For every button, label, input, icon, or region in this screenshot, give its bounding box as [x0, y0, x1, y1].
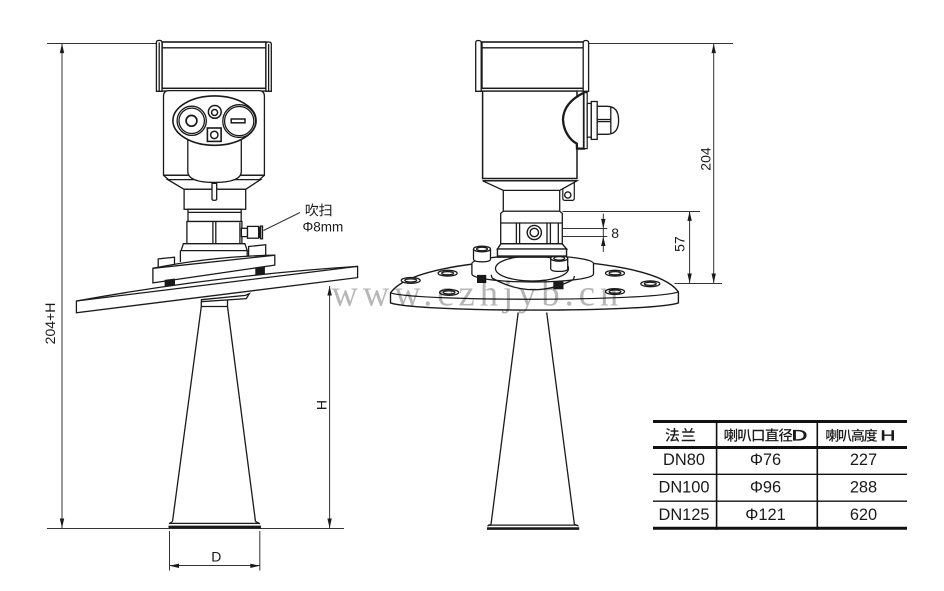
svg-text:Φ121: Φ121: [745, 506, 785, 524]
svg-text:288: 288: [850, 479, 877, 497]
svg-text:Φ96: Φ96: [750, 479, 781, 497]
svg-text:DN125: DN125: [658, 506, 709, 524]
svg-text:57: 57: [672, 236, 688, 252]
svg-text:8: 8: [611, 225, 619, 241]
svg-text:H: H: [313, 400, 329, 410]
svg-text:204+H: 204+H: [42, 303, 58, 345]
svg-text:D: D: [211, 548, 221, 564]
svg-text:204: 204: [697, 147, 713, 171]
svg-text:Φ8mm: Φ8mm: [303, 220, 344, 235]
svg-text:227: 227: [850, 451, 877, 469]
svg-text:www.czhjyb.cn: www.czhjyb.cn: [332, 273, 624, 314]
svg-text:DN80: DN80: [663, 451, 705, 469]
svg-text:DN100: DN100: [658, 479, 709, 497]
svg-text:Φ76: Φ76: [750, 451, 781, 469]
svg-text:620: 620: [850, 506, 877, 524]
